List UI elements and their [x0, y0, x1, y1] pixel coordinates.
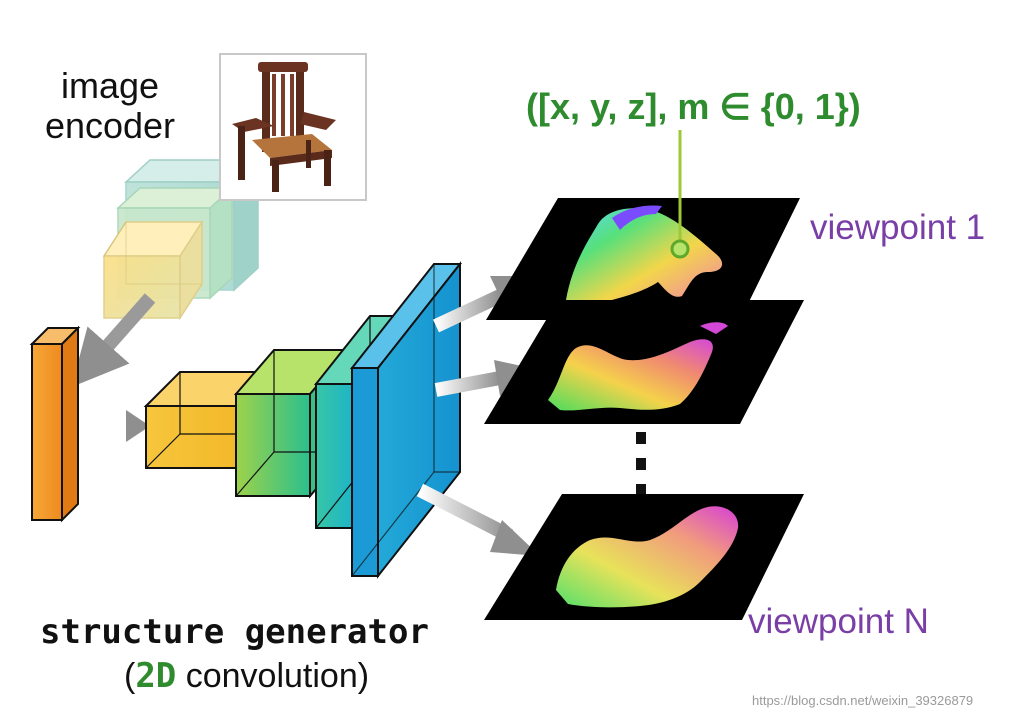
structure-generator-title: structure generator — [40, 612, 429, 652]
viewpoint-sheet-2 — [484, 300, 804, 424]
encoder-block-3 — [102, 219, 204, 321]
viewpoint-n-label: viewpoint N — [748, 602, 929, 641]
latent-vector — [29, 325, 81, 523]
subtitle-convolution: convolution) — [176, 657, 370, 695]
viewpoint-dots — [636, 432, 646, 496]
viewpoint-1-label: viewpoint 1 — [810, 208, 986, 247]
output-formula: ([x, y, z], m ∈ {0, 1}) — [526, 86, 861, 127]
formula-pointer — [670, 130, 690, 259]
viewpoint-sheet-1 — [486, 198, 800, 320]
generator-block-4 — [349, 261, 463, 579]
image-encoder-label-line1: image — [60, 65, 160, 106]
chair-photo-icon — [219, 53, 367, 201]
arrow-encoder-to-latent — [71, 293, 156, 387]
viewpoint-sheet-n — [484, 494, 804, 620]
image-encoder-label-line2: encoder — [44, 105, 176, 146]
arrow-latent-to-generator — [70, 410, 150, 442]
image-encoder-label: image encoder — [40, 66, 180, 146]
structure-generator-subtitle: (2D convolution) — [124, 656, 369, 696]
watermark: https://blog.csdn.net/weixin_39326879 — [752, 693, 974, 708]
subtitle-2d-highlight: 2D — [135, 656, 177, 696]
output-arrow-3 — [416, 483, 540, 556]
subtitle-open-paren: ( — [124, 657, 136, 695]
